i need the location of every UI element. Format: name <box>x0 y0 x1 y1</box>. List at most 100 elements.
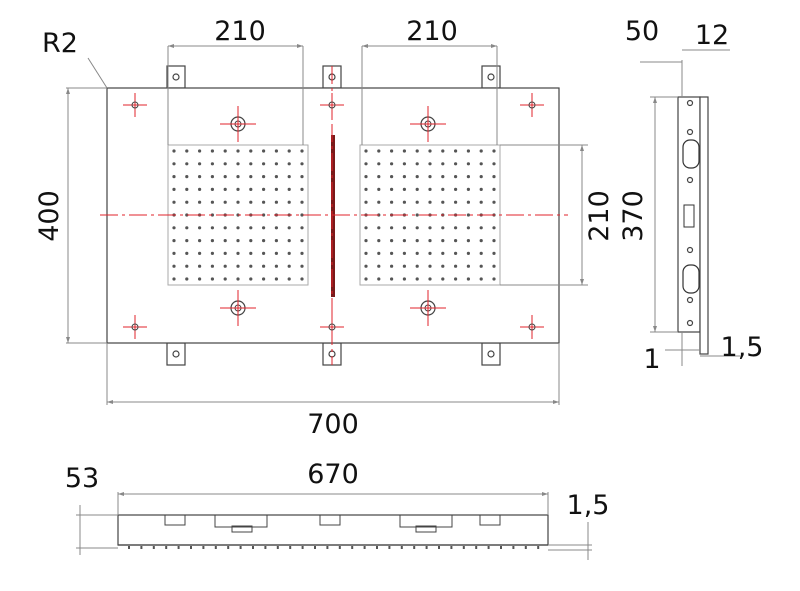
nozzle <box>402 162 406 166</box>
dim-bottom-height: 53 <box>65 463 99 494</box>
bottom-nozzle <box>462 546 465 549</box>
nozzle <box>300 251 304 255</box>
nozzle <box>479 149 483 153</box>
nozzle <box>274 277 278 281</box>
nozzle <box>454 200 458 204</box>
nozzle <box>390 239 394 243</box>
nozzle <box>441 264 445 268</box>
crosshair-hole <box>528 101 536 109</box>
nozzle <box>274 187 278 191</box>
nozzle <box>210 251 214 255</box>
bottom-nozzle <box>177 546 180 549</box>
nozzle <box>262 187 266 191</box>
crosshair-hole <box>131 101 139 109</box>
nozzle <box>364 162 368 166</box>
nozzle <box>249 226 253 230</box>
nozzle <box>364 264 368 268</box>
nozzle <box>210 187 214 191</box>
nozzle <box>492 162 496 166</box>
nozzle <box>466 187 470 191</box>
dim-spacing-left: 210 <box>214 16 266 47</box>
dim-width: 700 <box>307 409 359 440</box>
nozzle <box>364 149 368 153</box>
bottom-nozzle <box>425 546 428 549</box>
nozzle <box>454 239 458 243</box>
nozzle <box>236 175 240 179</box>
dim-spray-height: 210 <box>584 190 615 242</box>
nozzle <box>479 162 483 166</box>
nozzle <box>300 277 304 281</box>
nozzle <box>300 226 304 230</box>
nozzle <box>223 200 227 204</box>
bottom-nozzle <box>239 546 242 549</box>
nozzle <box>223 226 227 230</box>
nozzle <box>198 175 202 179</box>
dimension-top: 210 210 <box>167 16 498 145</box>
nozzle <box>287 239 291 243</box>
bottom-nozzle <box>475 546 478 549</box>
nozzle <box>236 226 240 230</box>
nozzle <box>454 162 458 166</box>
nozzle <box>466 277 470 281</box>
nozzle <box>236 187 240 191</box>
dim-bottom-right: 1,5 <box>721 332 764 363</box>
nozzle <box>262 264 266 268</box>
bottom-nozzle <box>487 546 490 549</box>
bottom-nozzle <box>438 546 440 549</box>
nozzle <box>185 213 189 217</box>
nozzle <box>274 251 278 255</box>
nozzle <box>415 175 419 179</box>
nozzle <box>223 239 227 243</box>
nozzle <box>172 149 176 153</box>
nozzle <box>492 277 496 281</box>
nozzle <box>249 264 253 268</box>
nozzle <box>492 149 496 153</box>
nozzle <box>249 162 253 166</box>
nozzle <box>287 226 291 230</box>
nozzle <box>172 264 176 268</box>
mounting-tabs-bottom <box>166 342 501 366</box>
dim-depth: 50 <box>625 16 659 47</box>
nozzle <box>390 200 394 204</box>
nozzle <box>466 149 470 153</box>
bottom-nozzle <box>301 546 304 549</box>
nozzle <box>300 213 304 217</box>
bottom-nozzle <box>376 546 378 549</box>
nozzle <box>364 239 368 243</box>
nozzle <box>262 251 266 255</box>
nozzle <box>466 200 470 204</box>
nozzle <box>415 162 419 166</box>
nozzle <box>390 149 394 153</box>
nozzle <box>441 251 445 255</box>
crosshair-hole <box>131 323 139 331</box>
nozzle <box>364 200 368 204</box>
nozzle <box>364 226 368 230</box>
nozzle <box>466 162 470 166</box>
dim-bottom-left: 1 <box>643 344 660 375</box>
nozzle <box>441 226 445 230</box>
nozzle <box>479 239 483 243</box>
nozzle <box>466 239 470 243</box>
crosshair <box>520 93 544 117</box>
nozzle <box>300 264 304 268</box>
crosshair <box>123 93 147 117</box>
nozzle <box>287 162 291 166</box>
nozzle <box>390 226 394 230</box>
bottom-nozzle <box>152 546 155 549</box>
nozzle <box>274 175 278 179</box>
nozzle <box>415 200 419 204</box>
nozzle <box>377 162 381 166</box>
nozzle <box>210 175 214 179</box>
nozzle <box>198 162 202 166</box>
nozzle <box>185 239 189 243</box>
nozzle <box>454 226 458 230</box>
bottom-nozzle <box>450 546 453 549</box>
nozzle <box>210 162 214 166</box>
nozzle <box>402 175 406 179</box>
nozzle <box>262 149 266 153</box>
bottom-nozzle <box>140 546 143 549</box>
radius-callout: R2 <box>42 28 108 89</box>
nozzle <box>390 162 394 166</box>
side-view: 50 12 370 1 1,5 <box>618 16 763 375</box>
